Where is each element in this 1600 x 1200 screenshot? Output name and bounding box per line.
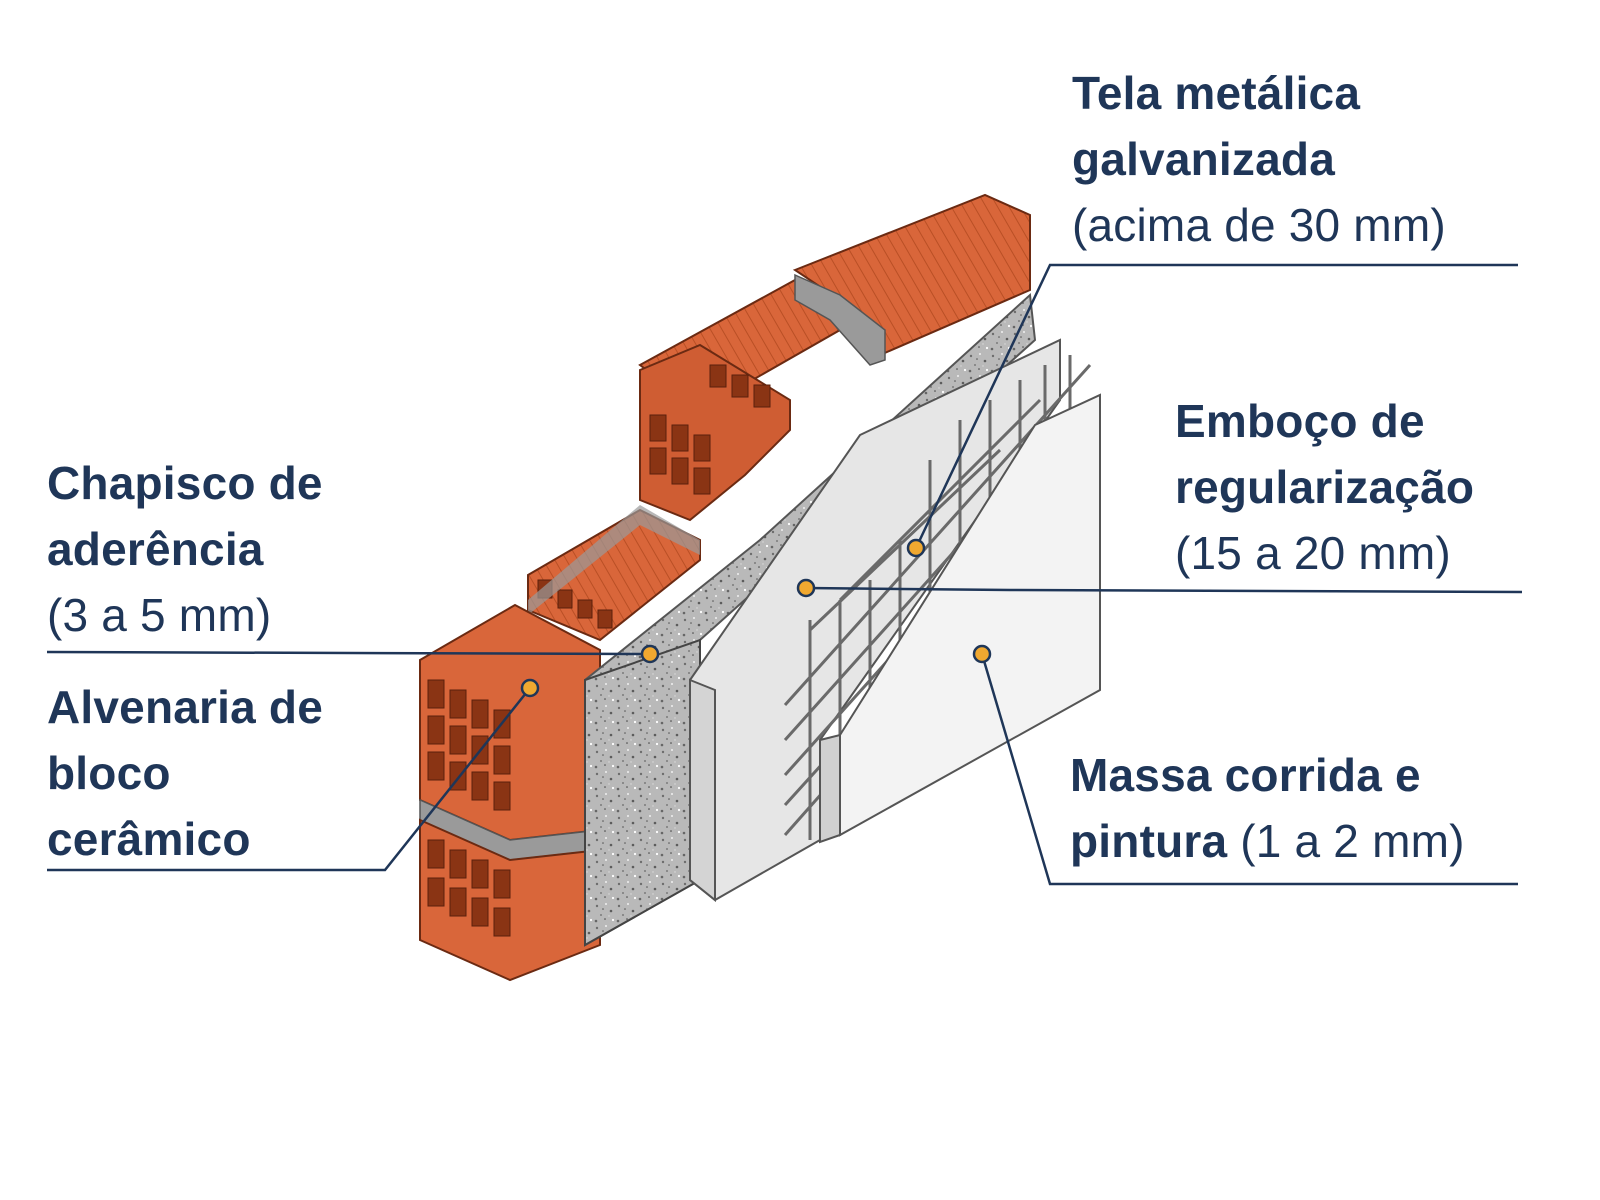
label-massa-corrida: Massa corrida e pintura (1 a 2 mm) [1070,742,1465,874]
leader-emboco [805,586,1523,594]
leader-tela [914,263,1518,549]
label-massa-line2-bold: pintura [1070,815,1228,867]
markers [520,538,992,698]
label-massa-line1: Massa corrida e [1070,749,1421,801]
brick-lower-holes [427,679,511,811]
label-emboco-line2: regularização [1175,461,1475,513]
label-tela-metalica: Tela metálica galvanizada (acima de 30 m… [1072,60,1446,258]
leader-lines [46,263,1523,886]
label-alvenaria-line1: Alvenaria de [47,681,323,733]
label-alvenaria: Alvenaria de bloco cerâmico [47,674,323,872]
leader-alvenaria [47,687,531,872]
marker-alvenaria [520,678,540,698]
label-chapisco-line2: aderência [47,523,264,575]
label-chapisco: Chapisco de aderência (3 a 5 mm) [47,450,323,648]
mortar-joint-middle [528,505,700,615]
label-emboco-line1: Emboço de [1175,395,1425,447]
label-emboco-line3: (15 a 20 mm) [1175,527,1451,579]
leader-chapisco [46,650,651,656]
emboco-edge [689,678,716,903]
label-chapisco-line1: Chapisco de [47,457,323,509]
label-emboco: Emboço de regularização (15 a 20 mm) [1175,388,1474,586]
label-tela-line1: Tela metálica [1072,67,1361,119]
label-chapisco-line3: (3 a 5 mm) [47,589,272,641]
label-massa-line2-normal: (1 a 2 mm) [1227,815,1465,867]
leader-massa [980,653,1518,886]
label-tela-line3: (acima de 30 mm) [1072,199,1446,251]
ceramic-block-masonry [419,193,1031,982]
finish-edge [819,733,841,844]
mortar-joint-top [794,273,886,366]
label-alvenaria-line3: cerâmico [47,813,251,865]
marker-tela [906,538,926,558]
brick-top-holes [649,364,771,495]
brick-bottom-holes [427,839,511,937]
marker-emboco [796,578,816,598]
label-massa-line2: pintura (1 a 2 mm) [1070,808,1465,874]
label-tela-line2: galvanizada [1072,133,1335,185]
marker-massa [972,644,992,664]
chapisco-edge [584,638,701,947]
marker-chapisco [640,644,660,664]
label-alvenaria-line2: bloco [47,747,171,799]
